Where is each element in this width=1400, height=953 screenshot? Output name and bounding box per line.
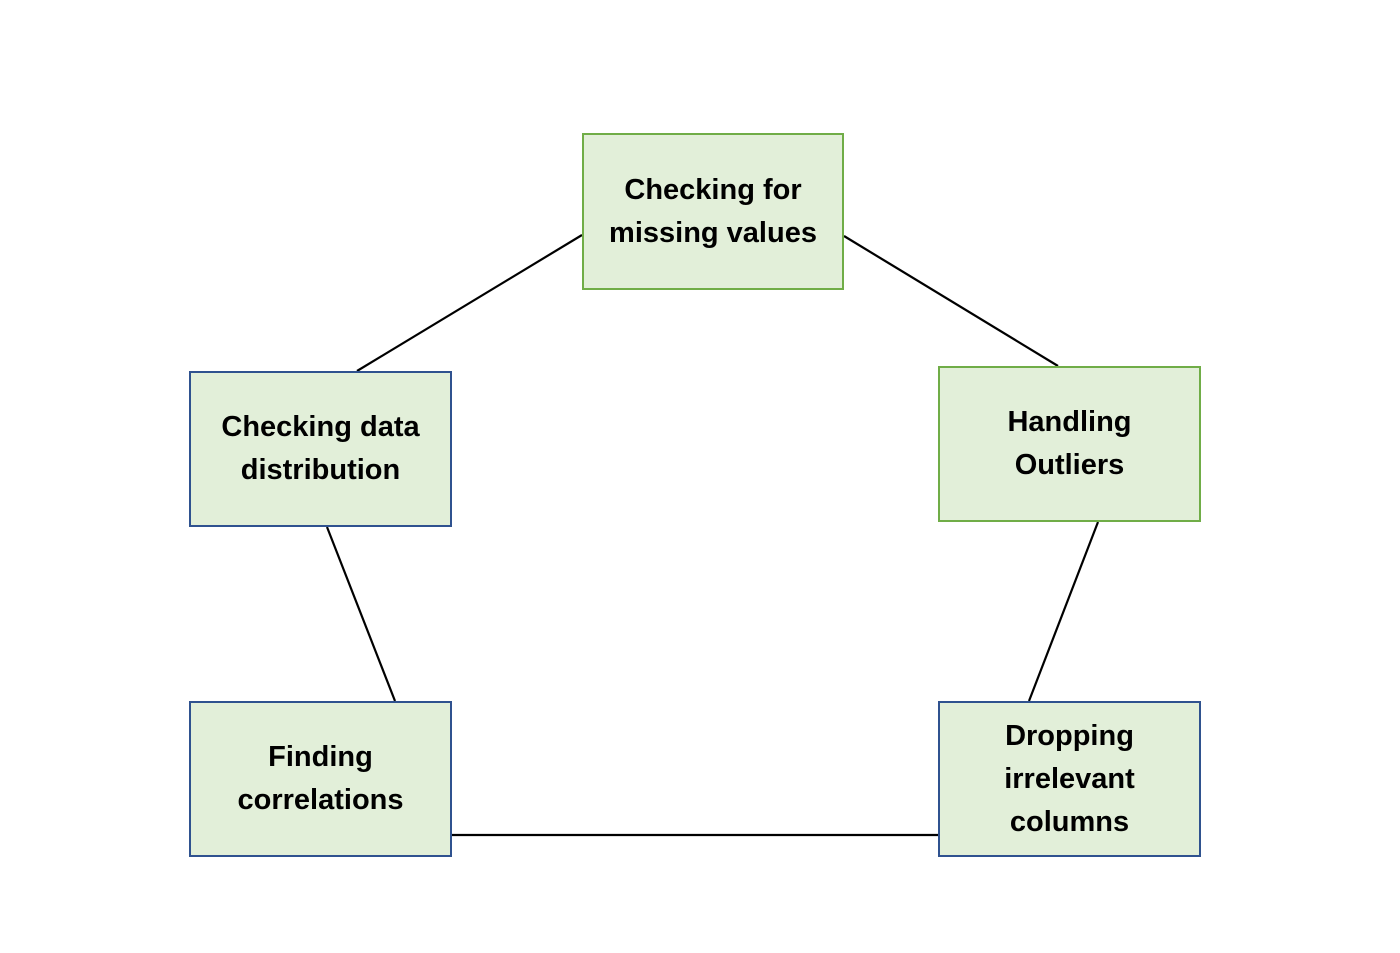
edge-distribution-to-missing [356, 234, 583, 372]
node-label: Checking for missing values [609, 173, 817, 249]
node-dropping-irrelevant-columns: Dropping irrelevant columns [938, 701, 1201, 857]
node-checking-data-distribution: Checking data distribution [189, 371, 452, 527]
node-finding-correlations: Finding correlations [189, 701, 452, 857]
node-label: Checking data distribution [221, 411, 420, 486]
node-label: Finding correlations [237, 741, 404, 816]
edge-correlations-to-distribution [325, 526, 397, 702]
edge-outliers-to-dropping [1027, 521, 1100, 702]
edge-missing-to-outliers [843, 235, 1059, 367]
node-handling-outliers: Handling Outliers [938, 366, 1201, 522]
node-checking-missing-values: Checking for missing values [582, 133, 844, 290]
node-label: Handling Outliers [1007, 406, 1132, 481]
node-label: Dropping irrelevant columns [1004, 719, 1135, 838]
